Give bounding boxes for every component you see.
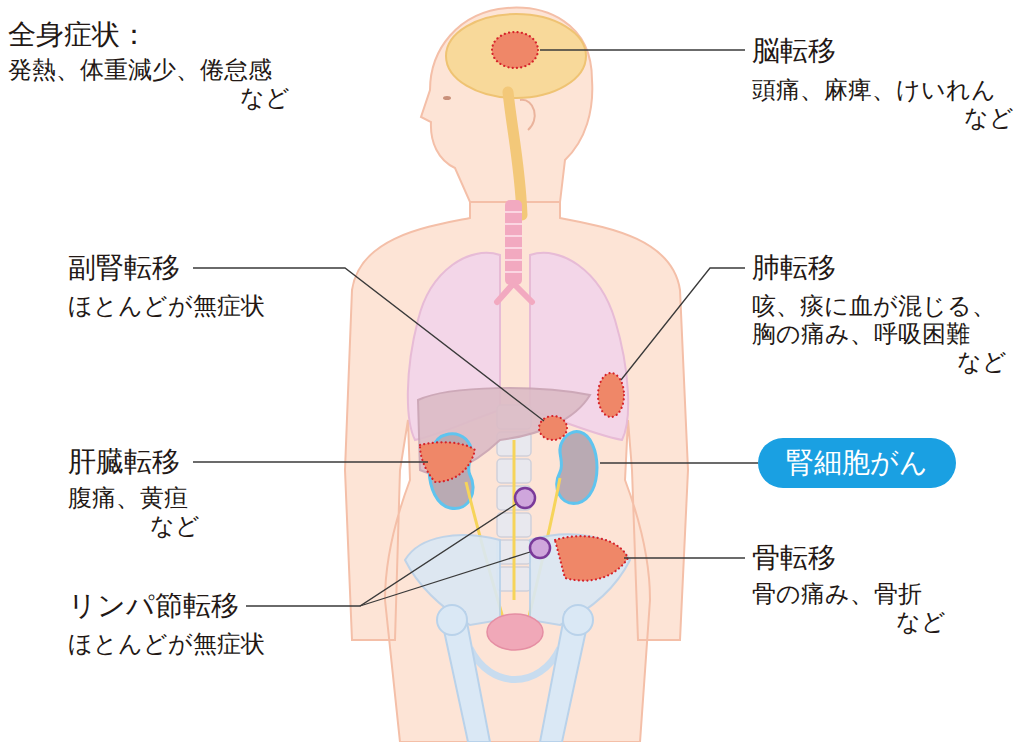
symptom-text: ほとんどが無症状 — [68, 292, 265, 320]
leader-line — [360, 552, 530, 606]
hip-joint — [437, 605, 467, 635]
metastasis-heading: 肺転移 — [752, 251, 836, 285]
lymph-node — [530, 538, 550, 558]
bronchi — [497, 284, 532, 302]
leader-line — [600, 462, 758, 463]
metastasis-heading: リンパ節転移 — [68, 589, 239, 623]
brain-metastasis — [492, 32, 538, 68]
metastasis-heading: 脳転移 — [752, 34, 836, 68]
metastasis-heading: 骨転移 — [752, 541, 836, 575]
symptom-text: ほとんどが無症状 — [68, 630, 265, 658]
leader-line — [246, 504, 516, 606]
eye — [443, 96, 451, 100]
trachea-rings — [505, 212, 522, 272]
pelvic-ring — [470, 648, 560, 680]
hip-joint — [563, 605, 593, 635]
systemic-heading: 全身症状： — [8, 18, 148, 52]
metastasis-heading: 副腎転移 — [68, 251, 180, 285]
liver-metastasis — [420, 442, 475, 482]
ear — [520, 100, 535, 130]
symptom-text: 発熱、体重減少、倦怠感 など — [8, 56, 290, 112]
trachea — [505, 200, 522, 285]
leader-line — [624, 557, 745, 558]
lymph-node — [515, 488, 535, 508]
leader-line — [193, 268, 544, 421]
spinal-cord — [508, 92, 522, 215]
node-label: 腎細胞がん — [786, 444, 928, 482]
brain — [446, 14, 586, 98]
symptom-text: 頭痛、麻痺、けいれん など — [752, 76, 1014, 132]
leader-line — [540, 49, 745, 50]
symptom-text: 腹痛、黄疸 など — [68, 484, 200, 540]
lung-metastasis — [598, 373, 624, 417]
metastasis-heading: 肝臓転移 — [68, 445, 180, 479]
symptom-text: 咳、痰に血が混じる、 胸の痛み、呼吸困難 など — [752, 292, 1007, 376]
bladder — [487, 614, 543, 650]
kidney-right — [557, 431, 597, 503]
body-silhouette — [345, 195, 688, 742]
leader-line — [193, 461, 428, 462]
bone-metastasis — [555, 536, 628, 580]
diagnosis-pill: 腎細胞がん — [758, 438, 956, 488]
leader-line — [621, 268, 745, 380]
symptom-text: 骨の痛み、骨折 など — [752, 580, 946, 636]
